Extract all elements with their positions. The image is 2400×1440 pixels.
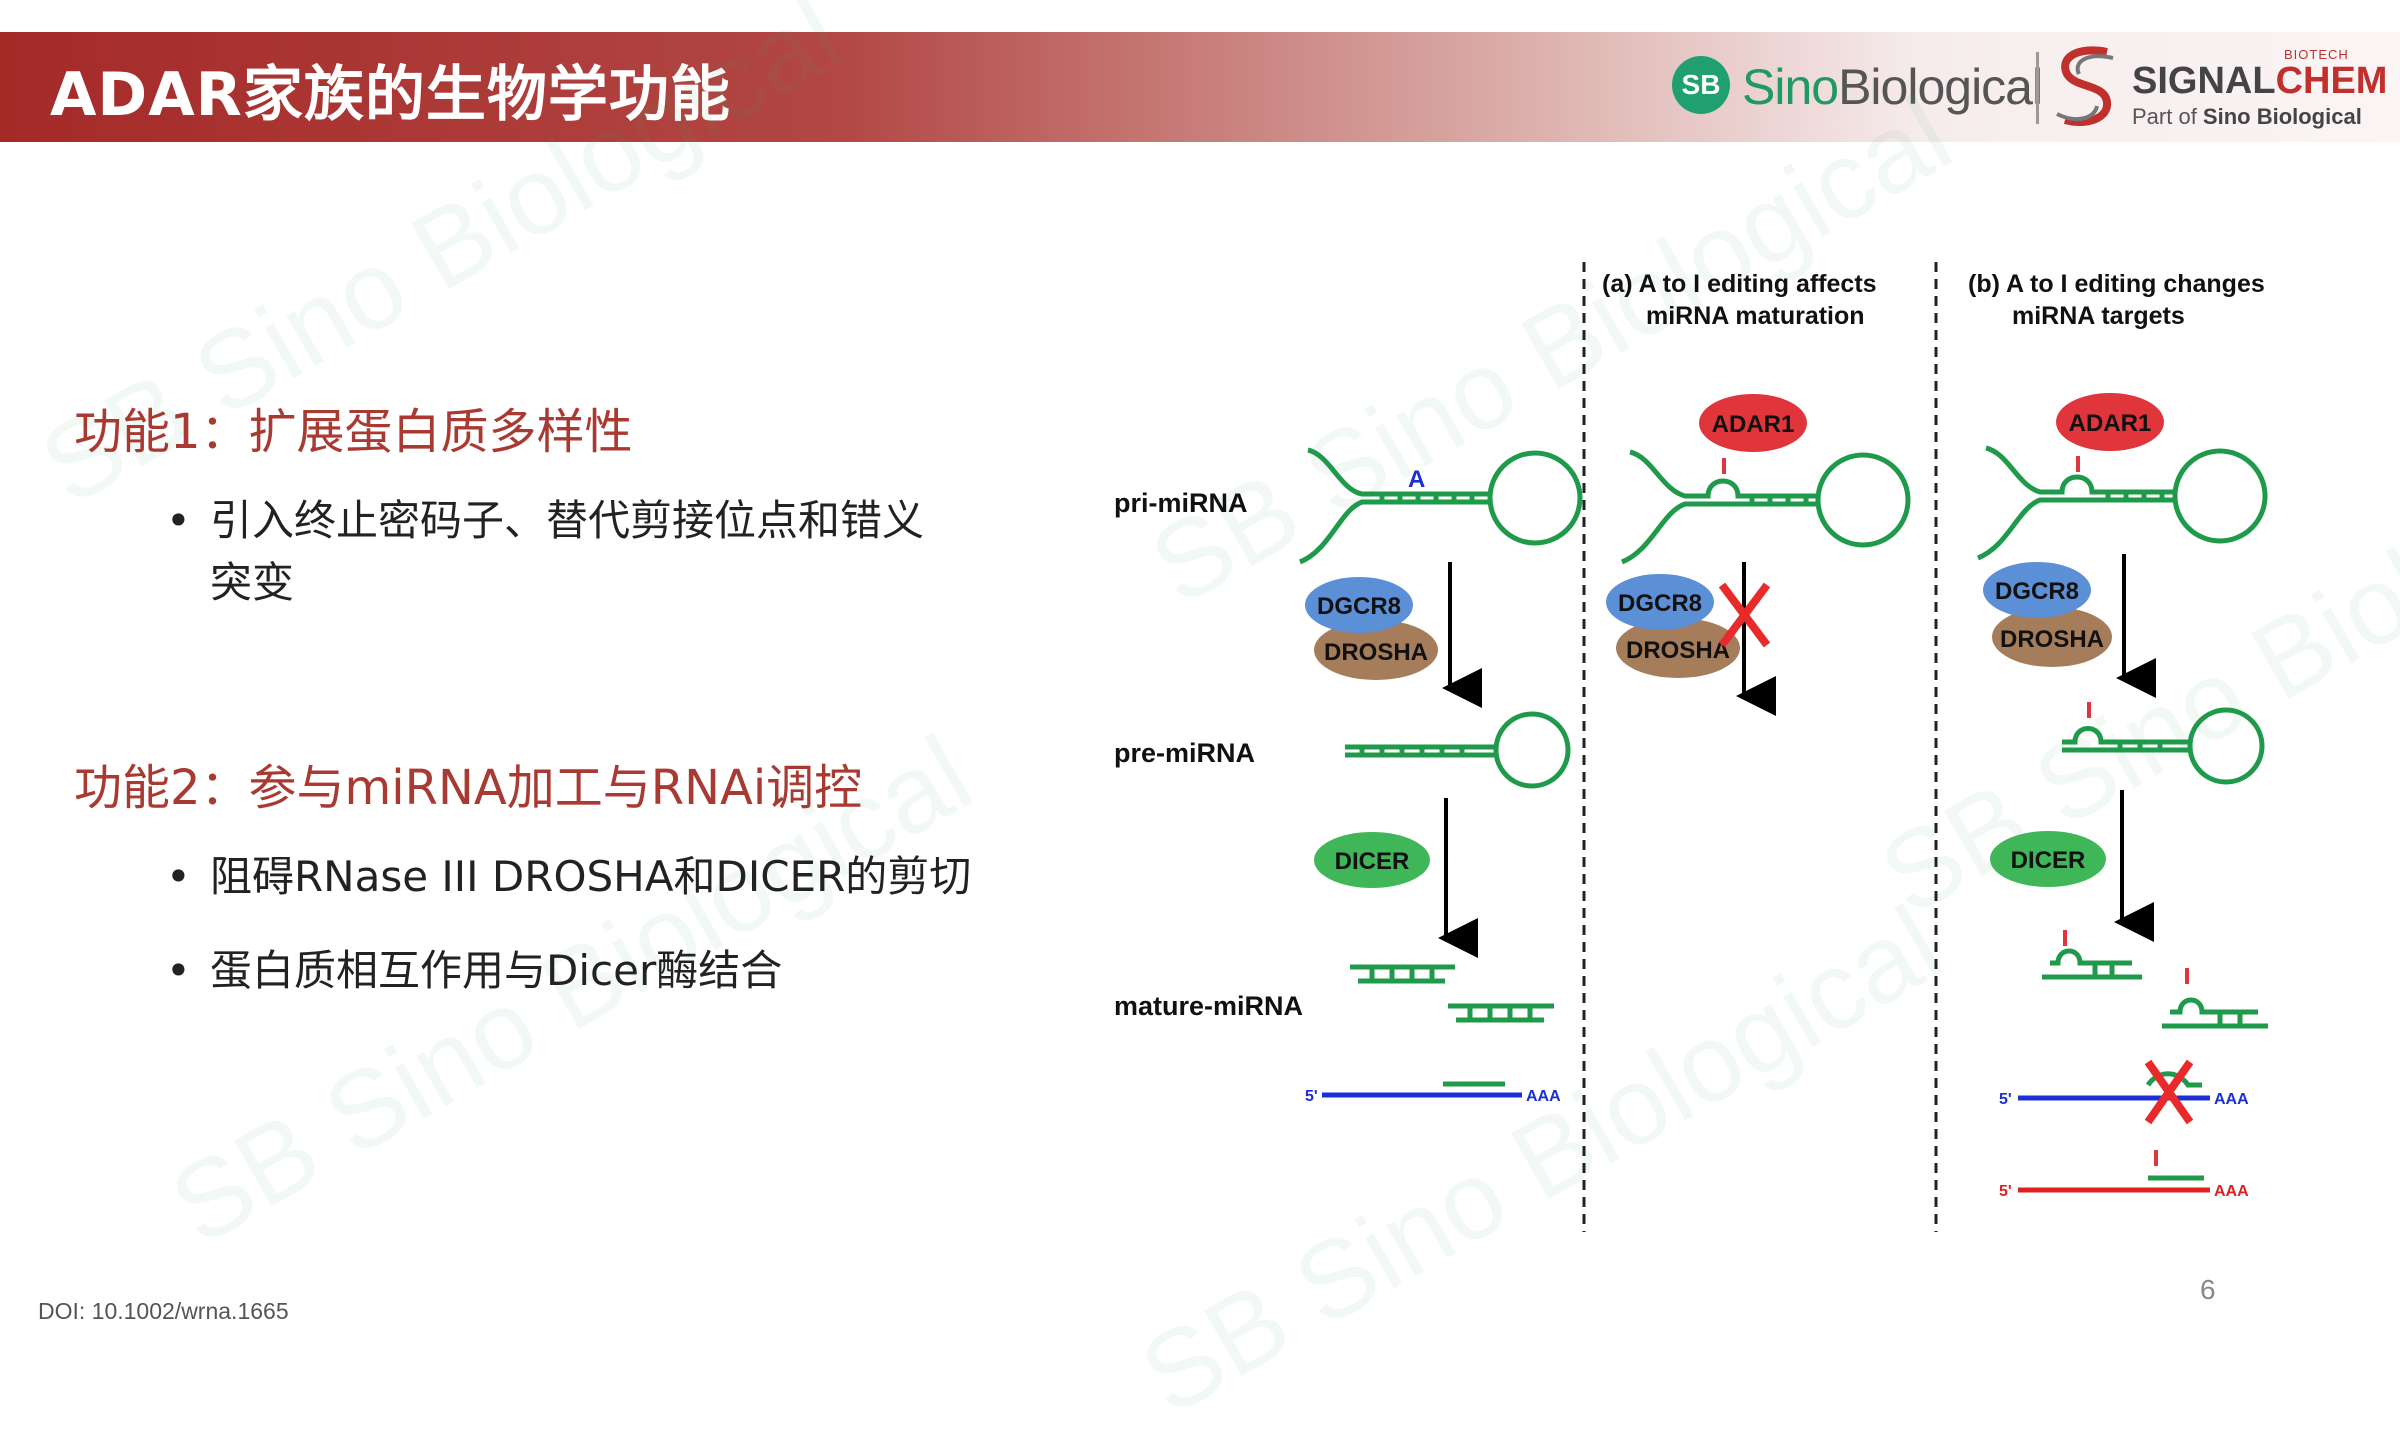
dgcr8-label-a: DGCR8: [1618, 590, 1702, 617]
bullet-dot: •: [166, 852, 191, 901]
biological-wordmark-part: Biological: [1838, 59, 2043, 115]
poly-a-label-b2: AAA: [2214, 1183, 2249, 1200]
dgcr8-protein: [1305, 577, 1413, 633]
drosha-label-a: DROSHA: [1626, 637, 1730, 664]
brand-logos: SB SinoBiological BIOTECH SIGNALCHEM Par…: [1672, 38, 2387, 138]
block-x-icon: [1718, 582, 1771, 648]
chem-wordmark-part: CHEM: [2275, 60, 2388, 102]
function-2-heading: 功能2：参与miRNA加工与RNAi调控: [74, 760, 863, 816]
five-prime-label-b1: 5': [1999, 1091, 2012, 1108]
signalchem-s-icon: [2056, 46, 2114, 126]
sino-biological-wordmark: SinoBiological: [1742, 58, 2043, 116]
panel-a-title-line-1: (a) A to I editing affects: [1602, 270, 1877, 298]
function-1-bullet: • 引入终止密码子、替代剪接位点和错义 突变: [166, 490, 925, 614]
page-number: 6: [2200, 1274, 2216, 1305]
pre-mirna-hairpin: [1345, 711, 1571, 789]
bullet-dot: •: [166, 946, 191, 995]
header-bar: [0, 32, 2400, 142]
mature-mirna-duplex: [1350, 964, 1554, 1023]
dgcr8-protein-a: [1606, 574, 1714, 630]
sino-wordmark-part: Sino: [1742, 59, 1839, 115]
edited-pre-mirna-hairpin: [2062, 707, 2265, 785]
part-of-prefix: Part of: [2132, 104, 2203, 129]
dgcr8-label-b: DGCR8: [1995, 578, 2079, 605]
drosha-protein-a: [1616, 618, 1740, 678]
drosha-label: DROSHA: [1324, 639, 1428, 666]
mirna-editing-diagram: (a) A to I editing affects miRNA maturat…: [1114, 262, 2268, 1232]
bullet-text: 引入终止密码子、替代剪接位点和错义: [210, 496, 925, 545]
adar1-label-b: ADAR1: [2069, 410, 2152, 437]
signalchem-wordmark: SIGNALCHEM: [2132, 60, 2387, 103]
adenosine-label: A: [1408, 466, 1425, 493]
panel-b-title-line-2: miRNA targets: [2012, 302, 2185, 330]
drosha-protein-b: [1992, 607, 2112, 667]
sb-logo-letters: SB: [1681, 69, 1721, 100]
poly-a-label: AAA: [1526, 1088, 1561, 1105]
drosha-label-b: DROSHA: [2000, 626, 2104, 653]
panel-b-title-line-1: (b) A to I editing changes: [1968, 270, 2265, 298]
function-2-bullet-1: • 阻碍RNase III DROSHA和DICER的剪切: [166, 846, 972, 908]
edited-pri-mirna-hairpin-b: [1976, 445, 2268, 561]
function-1-heading: 功能1：扩展蛋白质多样性: [74, 404, 633, 460]
signal-wordmark-part: SIGNAL: [2132, 60, 2276, 102]
five-prime-label-b2: 5': [1999, 1183, 2012, 1200]
pri-mirna-hairpin: [1298, 447, 1583, 565]
drosha-protein: [1314, 620, 1438, 680]
edited-mirna-on-blue-target: [2145, 1071, 2202, 1088]
bullet-dot: •: [166, 496, 191, 545]
doi-citation: DOI: 10.1002/wrna.1665: [38, 1298, 289, 1324]
logo-separator: [2036, 52, 2039, 124]
stage-label-mature-mirna: mature-miRNA: [1114, 991, 1303, 1021]
dicer-label-b: DICER: [2011, 847, 2086, 874]
stage-label-pre-mirna: pre-miRNA: [1114, 738, 1255, 768]
dicer-protein: [1314, 832, 1430, 888]
edited-pri-mirna-hairpin: [1620, 449, 1911, 565]
dicer-protein-b: [1990, 831, 2106, 887]
block-x-icon-b: [2144, 1059, 2194, 1125]
bullet-text: 阻碍RNase III DROSHA和DICER的剪切: [210, 852, 972, 901]
adar1-protein: [1699, 394, 1807, 452]
function-2-bullet-2: • 蛋白质相互作用与Dicer酶结合: [166, 940, 783, 1002]
part-of-brand: Sino Biological: [2202, 104, 2362, 129]
dgcr8-protein-b: [1983, 562, 2091, 618]
stage-label-pri-mirna: pri-miRNA: [1114, 488, 1248, 518]
bullet-text: 蛋白质相互作用与Dicer酶结合: [210, 946, 783, 995]
biotech-label: BIOTECH: [2284, 47, 2349, 62]
edited-mature-mirna-duplex: [2042, 948, 2268, 1029]
adar1-protein-b: [2056, 393, 2164, 451]
adar1-label: ADAR1: [1712, 411, 1795, 438]
page-title: ADAR家族的生物学功能: [50, 60, 731, 130]
sino-biological-logo-icon: [1672, 56, 1730, 114]
panel-a-title-line-2: miRNA maturation: [1646, 302, 1865, 330]
bullet-text-continued: 突变: [210, 558, 295, 607]
dicer-label: DICER: [1335, 848, 1410, 875]
dgcr8-label: DGCR8: [1317, 593, 1401, 620]
five-prime-label: 5': [1305, 1088, 1318, 1105]
part-of-sino-biological: Part of Sino Biological: [2132, 104, 2362, 130]
poly-a-label-b1: AAA: [2214, 1091, 2249, 1108]
